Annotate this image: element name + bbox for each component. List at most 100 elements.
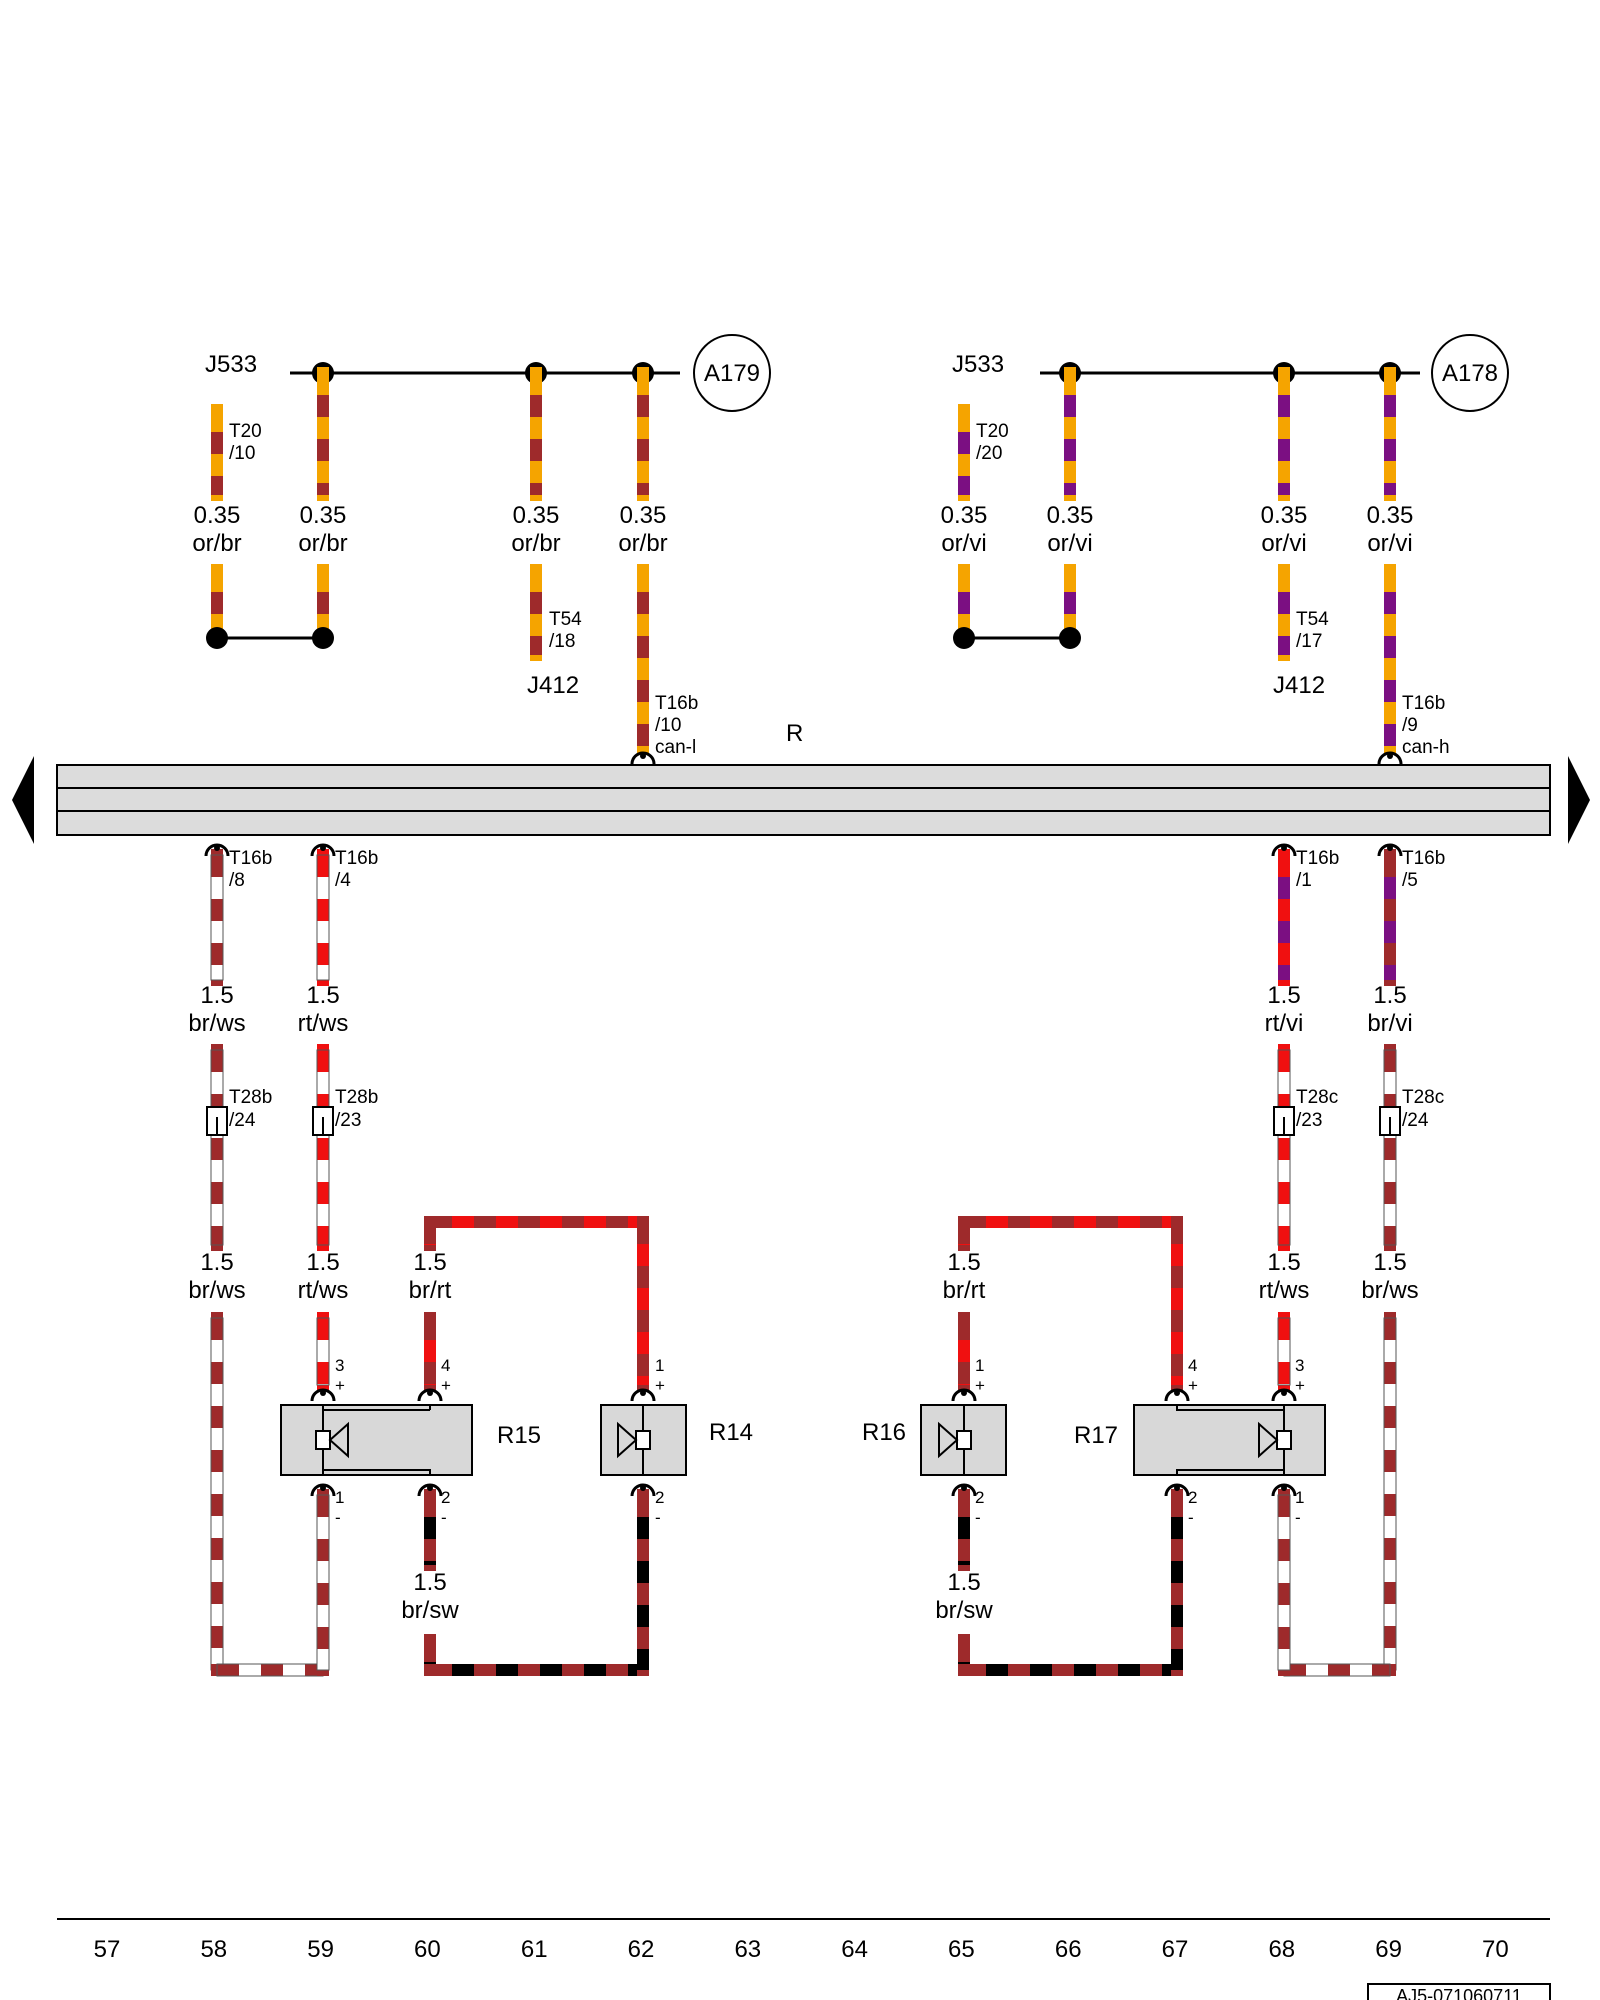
svg-text:T16b: T16b: [1402, 848, 1445, 869]
column-number: 70: [1482, 1936, 1509, 1963]
speaker-r14: R14: [600, 1404, 753, 1476]
splice-a179-label: A179: [704, 360, 760, 387]
column-number: 63: [734, 1936, 761, 1963]
connector-pin: [1281, 845, 1287, 851]
svg-text:/4: /4: [335, 870, 351, 891]
svg-text:/18: /18: [549, 631, 575, 652]
connector-pin: [1281, 1485, 1287, 1491]
svg-text:br/ws: br/ws: [188, 1010, 245, 1037]
speaker-r15: R15: [280, 1404, 541, 1476]
svg-text:or/vi: or/vi: [1367, 530, 1412, 557]
svg-text:or/vi: or/vi: [1047, 530, 1092, 557]
connector-pin: [1387, 845, 1393, 851]
speaker-wire: [1383, 1044, 1397, 1251]
svg-text:+: +: [441, 1376, 451, 1395]
svg-text:-: -: [335, 1508, 341, 1527]
svg-text:T16b: T16b: [335, 848, 378, 869]
svg-text:rt/ws: rt/ws: [298, 1010, 349, 1037]
reference-box: AJ5-071060711: [1367, 1983, 1551, 2000]
svg-text:-: -: [1295, 1508, 1301, 1527]
svg-text:2: 2: [975, 1488, 984, 1507]
svg-text:or/br: or/br: [618, 530, 667, 557]
svg-text:br/rt: br/rt: [943, 1277, 986, 1304]
svg-text:rt/ws: rt/ws: [298, 1277, 349, 1304]
svg-text:/20: /20: [976, 443, 1002, 464]
svg-text:1.5: 1.5: [413, 1569, 446, 1596]
svg-text:T28c: T28c: [1402, 1087, 1444, 1108]
speaker-wire: [1277, 1044, 1291, 1251]
svg-text:+: +: [975, 1376, 985, 1395]
svg-text:1.5: 1.5: [1373, 1249, 1406, 1276]
svg-text:3: 3: [1295, 1356, 1304, 1375]
harness-bus: [12, 756, 1590, 844]
connector-pin: [961, 1390, 967, 1396]
connector-pin: [1174, 1390, 1180, 1396]
svg-text:or/br: or/br: [192, 530, 241, 557]
svg-text:T28c: T28c: [1296, 1087, 1338, 1108]
svg-text:0.35: 0.35: [1261, 502, 1308, 529]
svg-text:3: 3: [335, 1356, 344, 1375]
svg-text:br/vi: br/vi: [1367, 1010, 1412, 1037]
svg-text:-: -: [975, 1508, 981, 1527]
r17-label: R17: [1074, 1422, 1118, 1449]
svg-text:/9: /9: [1402, 715, 1418, 736]
svg-text:1: 1: [655, 1356, 664, 1375]
svg-text:1.5: 1.5: [200, 1249, 233, 1276]
speaker-wire: [210, 1312, 224, 1676]
connector-pin: [640, 753, 646, 759]
column-number: 67: [1162, 1936, 1189, 1963]
svg-text:can-h: can-h: [1402, 737, 1450, 758]
column-number: 65: [948, 1936, 975, 1963]
speaker-r17: R17: [1074, 1404, 1326, 1476]
svg-text:br/rt: br/rt: [409, 1277, 452, 1304]
svg-text:2: 2: [441, 1488, 450, 1507]
column-number: 60: [414, 1936, 441, 1963]
svg-text:or/br: or/br: [298, 530, 347, 557]
r15-label: R15: [497, 1422, 541, 1449]
svg-text:+: +: [655, 1376, 665, 1395]
svg-text:-: -: [1188, 1508, 1194, 1527]
svg-text:1.5: 1.5: [200, 982, 233, 1009]
svg-text:1.5: 1.5: [306, 1249, 339, 1276]
svg-text:-: -: [441, 1508, 447, 1527]
column-number: 58: [200, 1936, 227, 1963]
connector-pin: [640, 1485, 646, 1491]
svg-text:1.5: 1.5: [1373, 982, 1406, 1009]
svg-text:/10: /10: [229, 443, 255, 464]
connector-pin: [427, 1485, 433, 1491]
connector-pin: [320, 845, 326, 851]
speaker-wire: [1278, 1663, 1396, 1677]
speaker-wire: [1383, 1312, 1397, 1676]
svg-text:br/sw: br/sw: [401, 1597, 459, 1624]
svg-text:4: 4: [441, 1356, 450, 1375]
svg-text:br/sw: br/sw: [935, 1597, 993, 1624]
connector-pin: [640, 1390, 646, 1396]
column-number: 64: [841, 1936, 868, 1963]
svg-text:1: 1: [975, 1356, 984, 1375]
svg-text:/5: /5: [1402, 870, 1418, 891]
svg-text:0.35: 0.35: [1367, 502, 1414, 529]
connector-pin: [214, 845, 220, 851]
svg-text:T20: T20: [976, 421, 1009, 442]
speaker-wire: [316, 849, 330, 986]
svg-text:0.35: 0.35: [620, 502, 667, 529]
svg-text:T20: T20: [229, 421, 262, 442]
connector-pin: [1387, 753, 1393, 759]
speaker-wire: [211, 1663, 329, 1677]
svg-text:1: 1: [335, 1488, 344, 1507]
splice-a178: [1431, 334, 1509, 412]
svg-text:or/br: or/br: [511, 530, 560, 557]
speaker-wire: [316, 1044, 330, 1251]
svg-text:/8: /8: [229, 870, 245, 891]
svg-text:/23: /23: [335, 1110, 361, 1131]
svg-text:T16b: T16b: [229, 848, 272, 869]
svg-text:rt/vi: rt/vi: [1265, 1010, 1304, 1037]
svg-text:br/ws: br/ws: [1361, 1277, 1418, 1304]
svg-text:rt/ws: rt/ws: [1259, 1277, 1310, 1304]
connector-pin: [320, 1485, 326, 1491]
svg-text:T16b: T16b: [1296, 848, 1339, 869]
connector-labels-lower: T16b /8 T16b /4 T16b /1 T16b /5 T28b /24…: [229, 848, 1445, 1131]
speaker-wire: [210, 1044, 224, 1251]
bus-left-arrow: [12, 756, 34, 844]
